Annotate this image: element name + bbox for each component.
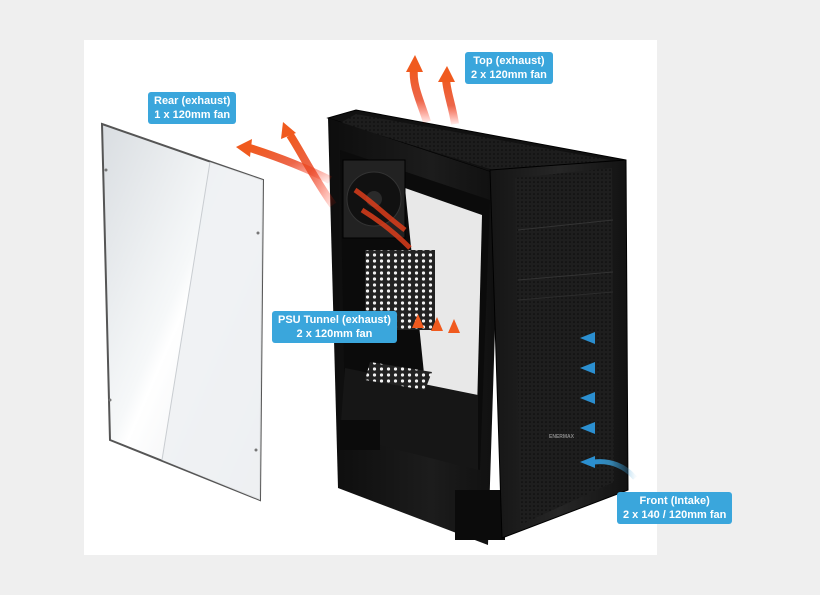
psu-shroud [340,362,478,470]
rear-callout-detail: 1 x 120mm fan [154,109,231,121]
case-brand-logo: ENERMAX [549,434,575,440]
rear-callout-title: Rear (exhaust) [154,95,231,107]
psu-exhaust-arrows [412,314,460,375]
front-intake-arrows [580,332,645,480]
top-exhaust-callout: Top (exhaust) 2 x 120mm fan [465,52,553,84]
front-callout-detail: 2 x 140 / 120mm fan [623,509,727,521]
top-callout-title: Top (exhaust) [473,55,545,67]
rear-exhaust-arrows [236,122,412,250]
top-exhaust-arrows [406,55,459,125]
psu-callout-detail: 2 x 120mm fan [296,328,373,340]
front-callout-title: Front (Intake) [639,495,710,507]
glass-side-panel [100,122,265,502]
rear-exhaust-callout: Rear (exhaust) 1 x 120mm fan [148,92,237,124]
front-intake-callout: Front (Intake) 2 x 140 / 120mm fan [617,492,733,524]
psu-tunnel-callout: PSU Tunnel (exhaust) 2 x 120mm fan [272,311,397,343]
psu-callout-title: PSU Tunnel (exhaust) [278,314,391,326]
rear-fan [342,159,406,239]
pc-case: ENERMAX [326,109,629,545]
top-callout-detail: 2 x 120mm fan [471,69,547,81]
